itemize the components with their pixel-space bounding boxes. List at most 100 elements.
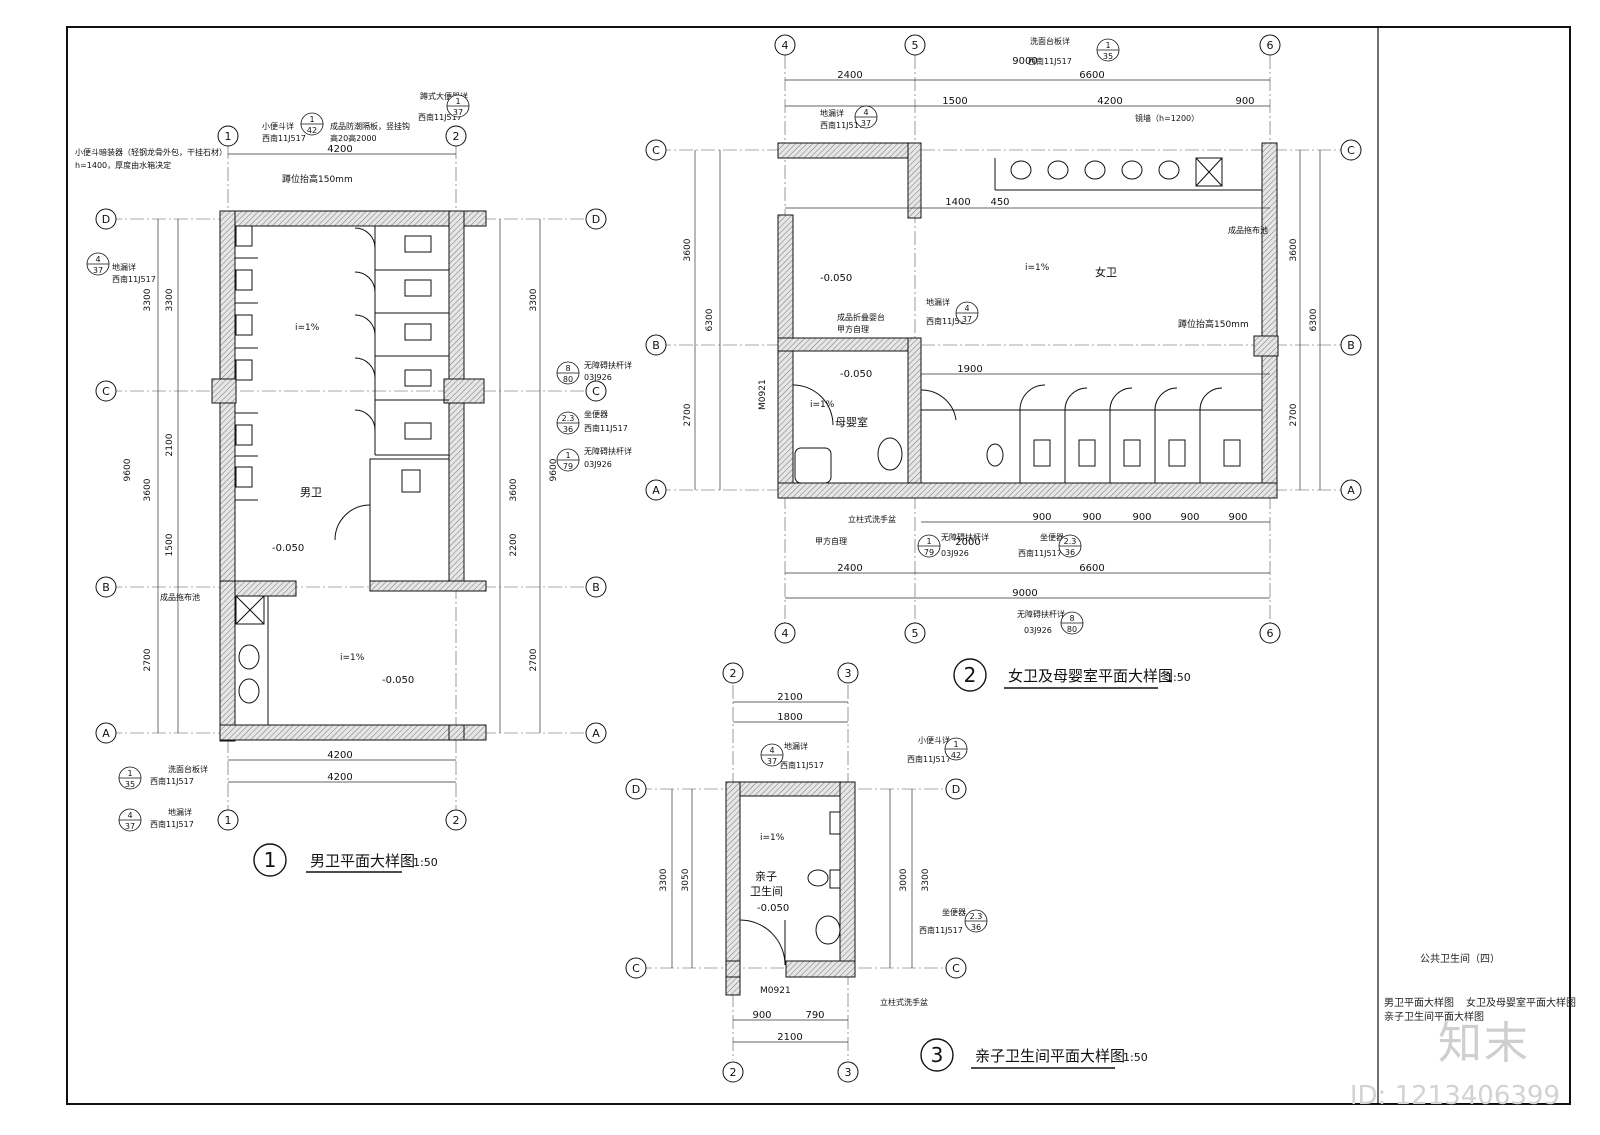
w-title-number: 2 [964, 663, 977, 687]
f-grid-2-bottom: 2 [730, 1066, 737, 1079]
m-dim-right-9600: 9600 [549, 458, 559, 481]
f-callout-2-top: 1 [953, 740, 958, 749]
w-room-mother: 母婴室 [835, 415, 868, 429]
m-dim-right-3600: 3600 [509, 478, 519, 501]
f-title: 亲子卫生间平面大样图 [975, 1047, 1125, 1065]
m-grid-A-right: A [592, 727, 600, 740]
m-dim-right-3300: 3300 [529, 288, 539, 311]
f-note-urinal: 小便斗详 [918, 735, 950, 745]
w-callout-3-top: 4 [964, 304, 969, 313]
w-grid-6-top: 6 [1267, 39, 1274, 52]
title-block-project: 公共卫生间（四） [1420, 954, 1500, 965]
w-callout-6-bottom: 80 [1067, 625, 1077, 634]
m-dim-left-2700: 2700 [143, 648, 153, 671]
m-dim-right-2200: 2200 [509, 533, 519, 556]
f-grid-C-right: C [952, 962, 960, 975]
w-door-code: M0921 [758, 379, 768, 410]
w-note-grab: 无障碍扶杆详 [941, 532, 989, 542]
w-note-drain: 地漏详 [820, 108, 844, 118]
m-dim-left-2100: 2100 [165, 433, 175, 456]
w-callout-5-top: 2.3 [1064, 537, 1077, 546]
m-dim-left-9600: 9600 [123, 458, 133, 481]
m-note-squat: 蹲式大便器详 [420, 91, 468, 101]
m-callout-1-top: 1 [309, 115, 314, 124]
m-note-urinal-ref: 西南11J517 [262, 133, 306, 143]
m-dim-bottom-2: 4200 [327, 772, 352, 783]
w-dim-basin-450: 450 [990, 197, 1009, 208]
w-grid-B-right: B [1347, 339, 1355, 352]
w-dim-left-3600: 3600 [683, 238, 693, 261]
f-dim-left-3050: 3050 [681, 868, 691, 891]
m-note-drain: 地漏详 [112, 262, 136, 272]
m-callout-8-bottom: 37 [125, 822, 135, 831]
m-callout-8-top: 4 [127, 811, 132, 820]
w-dim-bottom-900c: 900 [1132, 512, 1151, 523]
m-callout-6-top: 1 [565, 451, 570, 460]
f-note-toilet: 坐便器 [942, 907, 966, 917]
m-level-lower: -0.050 [382, 675, 414, 686]
w-note-toilet: 坐便器 [1040, 532, 1064, 542]
f-dim-right-3300: 3300 [921, 868, 931, 891]
f-grid-3-bottom: 3 [845, 1066, 852, 1079]
w-title: 女卫及母婴室平面大样图 [1008, 667, 1173, 685]
f-note-urinal-ref: 西南11J517 [907, 754, 951, 764]
m-note-basin: 洗面台板详 [168, 764, 208, 774]
m-grid-2-top: 2 [453, 130, 460, 143]
w-note-column-basin: 立柱式洗手盆 [848, 514, 896, 524]
m-note-urinal-spec: 小便斗暗装器（轻钢龙骨外包，干挂石材） [75, 147, 227, 157]
w-note-grab2-ref: 03J926 [1024, 626, 1052, 635]
m-callout-5-top: 2.3 [562, 414, 575, 423]
f-title-scale: 1:50 [1123, 1051, 1148, 1064]
m-callout-2-bottom: 37 [453, 108, 463, 117]
f-grid-D-left: D [632, 783, 640, 796]
w-dim-bottom-900a: 900 [1032, 512, 1051, 523]
m-callout-3-top: 4 [95, 255, 100, 264]
w-callout-3-bottom: 37 [962, 315, 972, 324]
w-level-2: -0.050 [840, 369, 872, 380]
m-note-squat-ref: 西南11J517 [418, 112, 462, 122]
m-title: 男卫平面大样图 [310, 852, 415, 870]
m-dim-left-3300: 3300 [143, 288, 153, 311]
w-dim-left-2700: 2700 [683, 403, 693, 426]
m-grid-1-bottom: 1 [225, 814, 232, 827]
m-note-grab-ref: 03J926 [584, 373, 612, 382]
m-note-toilet-ref: 西南11J517 [584, 423, 628, 433]
f-title-number: 3 [931, 1043, 944, 1067]
w-note-drain2: 地漏详 [926, 297, 950, 307]
m-dim-left-3300b: 3300 [165, 288, 175, 311]
f-dim-top-1800: 1800 [777, 712, 802, 723]
w-dim-top-1500: 1500 [942, 96, 967, 107]
f-grid-3-top: 3 [845, 667, 852, 680]
f-dim-right-3000: 3000 [899, 868, 909, 891]
w-note-changing-ref: 甲方自理 [837, 324, 869, 334]
watermark-logo: 知末 [1438, 1018, 1530, 1069]
w-dim-top-900: 900 [1235, 96, 1254, 107]
m-note-drain2: 地漏详 [168, 807, 192, 817]
m-note-toilet: 坐便器 [584, 409, 608, 419]
m-note-urinal-detail: 小便斗详 [262, 121, 294, 131]
m-grid-C-left: C [102, 385, 110, 398]
m-note-partition: 成品防潮隔板，竖挂钩 [330, 121, 410, 131]
w-dim-stall-1900: 1900 [957, 364, 982, 375]
title-block-item-2: 女卫及母婴室平面大样图 [1466, 998, 1576, 1009]
m-note-basin-ref: 西南11J517 [150, 776, 194, 786]
w-dim-bottom-900b: 900 [1082, 512, 1101, 523]
w-dim-bottom-2400: 2400 [837, 563, 862, 574]
w-dim-top-4200: 4200 [1097, 96, 1122, 107]
m-note-partition-h: 高20高2000 [330, 133, 377, 143]
m-callout-2-top: 1 [455, 97, 460, 106]
f-slope: i=1% [760, 833, 785, 843]
m-dim-right-2700: 2700 [529, 648, 539, 671]
w-grid-A-right: A [1347, 484, 1355, 497]
m-callout-1-bottom: 42 [307, 126, 317, 135]
m-callout-3-bottom: 37 [93, 266, 103, 275]
f-room-name-2: 卫生间 [750, 884, 783, 898]
w-note-grab2: 无障碍扶杆详 [1017, 609, 1065, 619]
w-grid-C-left: C [652, 144, 660, 157]
w-grid-6-bottom: 6 [1267, 627, 1274, 640]
f-dim-bottom-2100: 2100 [777, 1032, 802, 1043]
w-note-changing: 成品折叠婴台 [837, 312, 885, 322]
m-grid-D-right: D [592, 213, 600, 226]
